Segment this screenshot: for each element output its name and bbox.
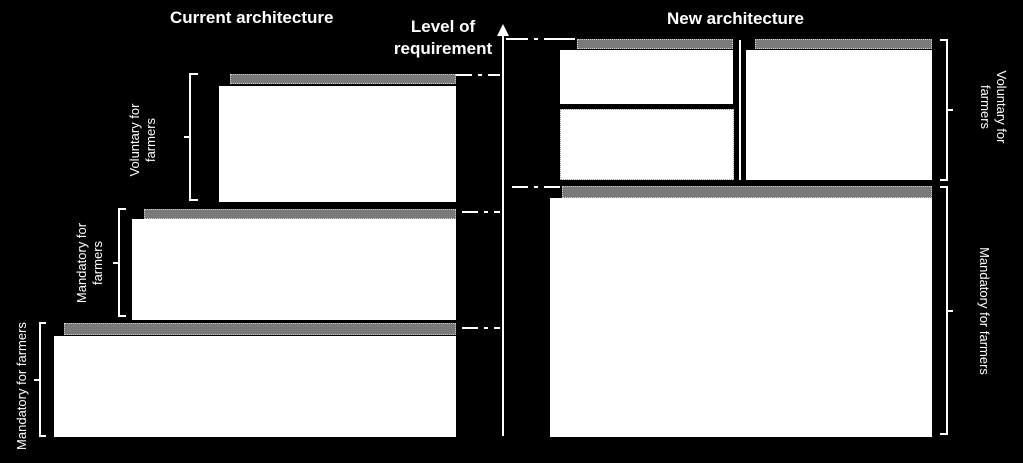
new-mandatory-box: [550, 198, 932, 437]
new-top-right-bar: [755, 39, 932, 49]
current-voluntary-box: [219, 86, 456, 202]
new-architecture-title: New architecture: [667, 9, 804, 28]
axis-label-line2: requirement: [393, 39, 493, 58]
axis-label: Level of requirement: [388, 16, 498, 60]
current-mandatory-middle-label-line2: farmers: [90, 240, 105, 286]
current-mandatory-middle-box: [132, 219, 456, 320]
current-voluntary-label-line2: farmers: [143, 117, 158, 163]
current-voluntary-label: Voluntary for farmers: [127, 104, 159, 177]
current-mandatory-middle-label: Mandatory for farmers: [74, 223, 106, 303]
new-mandatory-label: Mandatory for farmers: [977, 247, 992, 375]
new-voluntary-label-line2: farmers: [978, 84, 993, 130]
axis-label-line1: Level of: [410, 17, 476, 36]
new-voluntary-box-2: [560, 109, 734, 180]
current-mandatory-base-label: Mandatory for farmers: [14, 322, 29, 450]
current-architecture-title: Current architecture: [170, 8, 334, 27]
new-voluntary-label-line1: Voluntary for: [994, 70, 1009, 144]
new-voluntary-box-3: [746, 50, 932, 180]
current-top-bar: [230, 74, 456, 84]
current-base-bar: [64, 323, 456, 335]
level-markers: [456, 38, 575, 329]
new-top-left-bar: [577, 39, 733, 49]
new-voluntary-label: Voluntary for farmers: [977, 71, 1009, 144]
new-voluntary-box-1: [560, 50, 733, 104]
new-brackets: [940, 39, 953, 435]
requirement-axis-arrowhead: [497, 24, 509, 36]
current-mandatory-base-box: [54, 336, 456, 437]
current-mandatory-middle-label-line1: Mandatory for: [74, 222, 89, 304]
current-middle-bar: [144, 209, 456, 219]
new-mandatory-bar: [562, 186, 932, 198]
current-brackets: [34, 73, 198, 437]
current-voluntary-label-line1: Voluntary for: [127, 103, 142, 177]
